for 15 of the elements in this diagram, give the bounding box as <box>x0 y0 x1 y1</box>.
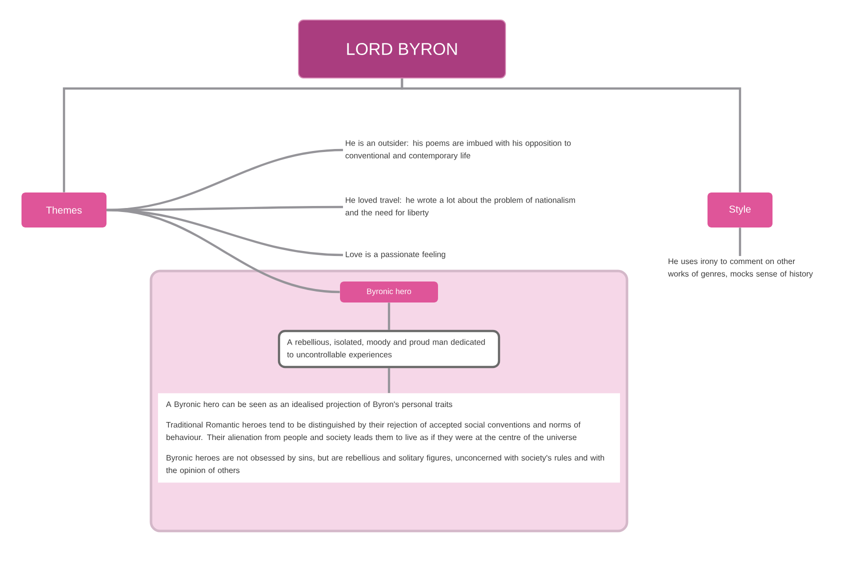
connector-line <box>738 228 742 256</box>
note-text: He loved travel: he wrote a lot about the problem of nationalism and the need for liberty <box>346 197 575 217</box>
title-box: LORD BYRON <box>298 20 506 78</box>
connector-line <box>388 368 390 393</box>
note-text: He is an outsider: his poems are imbued with his opposition to conventional and contemporary life <box>346 140 571 160</box>
topic-box: Themes <box>22 192 106 228</box>
connector-line <box>106 208 340 294</box>
note-text: Love is a passionate feeling <box>346 251 446 259</box>
topic-box: Style <box>708 192 772 228</box>
topic-box: Byronic hero <box>340 282 438 302</box>
connector-line <box>400 78 742 192</box>
text-panel: A Byronic hero can be seen as an idealised projection of Byron's personal traits Traditional Romantic heroes tend to be distinguished by their rejection of accepted social conventions and norms of behaviour. Their alienation from people and society leads them to live as if they were at the centre of the universe Byronic heroes are not obsessed by sins, but are rebellious and solitary figures, unconcerned with society's rules and with the opinion of others <box>158 393 620 483</box>
note-text: He uses irony to comment on other works of genres, mocks sense of history <box>668 258 813 278</box>
description-box: A rebellious, isolated, moody and proud man dedicated to uncontrollable experiences <box>278 330 500 368</box>
connector-line <box>388 302 390 330</box>
